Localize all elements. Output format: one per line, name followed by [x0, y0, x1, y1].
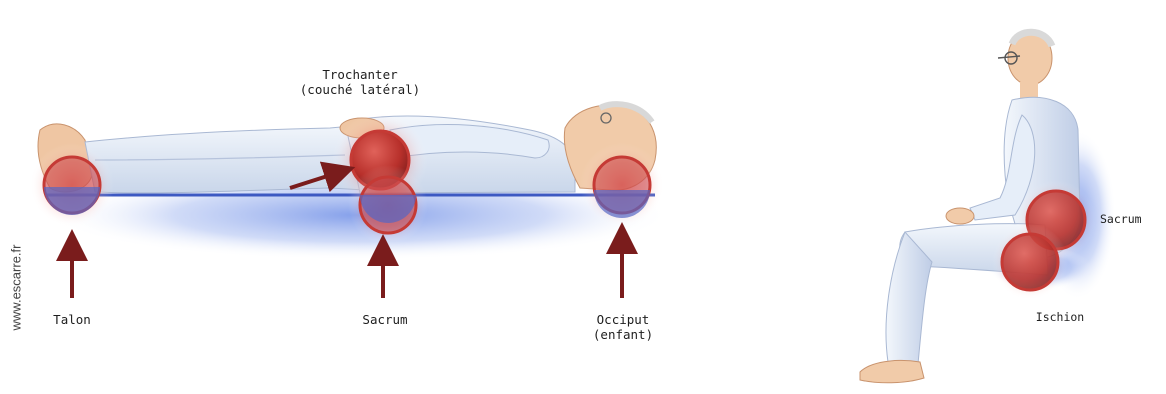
label-occiput: Occiput (enfant): [578, 312, 668, 342]
lying-figure: [30, 104, 670, 298]
pressure-point-sacrum-lying: [348, 165, 428, 245]
seated-hand: [946, 208, 974, 224]
label-sacrum-lying: Sacrum: [345, 312, 425, 327]
label-trochanter: Trochanter (couché latéral): [280, 67, 440, 97]
label-sacrum-seated: Sacrum: [1100, 212, 1164, 227]
pressure-point-occiput: [580, 143, 664, 227]
label-trochanter-line1: Trochanter: [280, 67, 440, 82]
seated-foot: [860, 360, 924, 382]
label-talon: Talon: [42, 312, 102, 327]
label-occiput-line1: Occiput: [578, 312, 668, 327]
label-ischion: Ischion: [1020, 310, 1100, 325]
watermark-text: www.escarre.fr: [9, 228, 24, 348]
pressure-point-ischion: [992, 224, 1068, 300]
label-trochanter-line2: (couché latéral): [280, 82, 440, 97]
label-occiput-line2: (enfant): [578, 327, 668, 342]
seated-figure: [860, 31, 1116, 383]
pressure-point-talon: [30, 143, 114, 227]
